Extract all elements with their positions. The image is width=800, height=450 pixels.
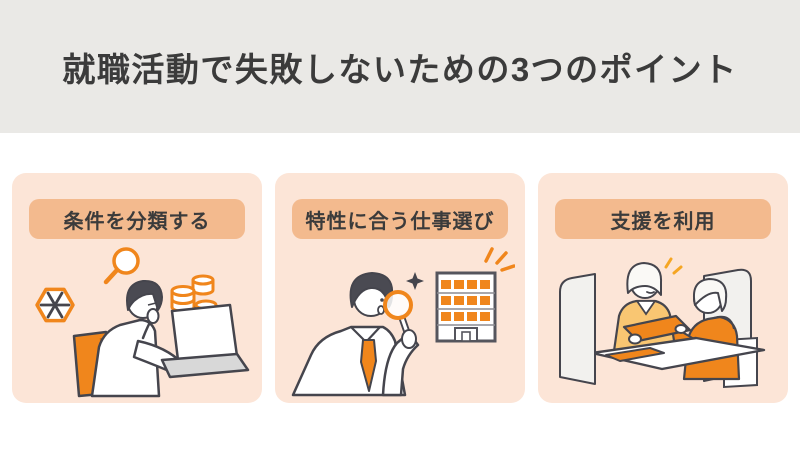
- laptop: [160, 303, 250, 379]
- company-building-icon: [435, 271, 497, 343]
- counselor-sparkle-icon: [664, 257, 683, 275]
- handed-folder: [622, 314, 692, 345]
- points-card-row: 条件を分類する: [12, 173, 788, 403]
- person-with-magnifier: [291, 272, 420, 397]
- support-counseling-illustration: [559, 257, 766, 389]
- card-job-match: 特性に合う仕事選び: [275, 173, 525, 403]
- hand-magnifier-icon: [383, 290, 417, 349]
- thinking-person: [90, 279, 192, 398]
- left-partition-panel: [559, 273, 596, 385]
- page-title: 就職活動で失敗しないための3つのポイント: [62, 50, 738, 88]
- sparkle-icon: [406, 272, 424, 290]
- person-at-laptop-illustration: [35, 247, 250, 398]
- card-classify-conditions-label: 条件を分類する: [29, 199, 245, 239]
- folder-on-desk: [605, 347, 665, 362]
- card-classify-conditions: 条件を分類する: [12, 173, 262, 403]
- person-examining-building-illustration: [291, 247, 515, 397]
- magnifier-icon: [103, 247, 140, 285]
- header-banner: 就職活動で失敗しないための3つのポイント: [0, 0, 800, 133]
- desk: [590, 336, 766, 371]
- hexagon-asterisk-icon: [35, 287, 75, 323]
- card-job-match-label: 特性に合う仕事選び: [292, 199, 508, 239]
- card-use-support-label: 支援を利用: [555, 199, 771, 239]
- card-use-support: 支援を利用: [538, 173, 788, 403]
- emphasis-sparkle-icon: [484, 247, 515, 272]
